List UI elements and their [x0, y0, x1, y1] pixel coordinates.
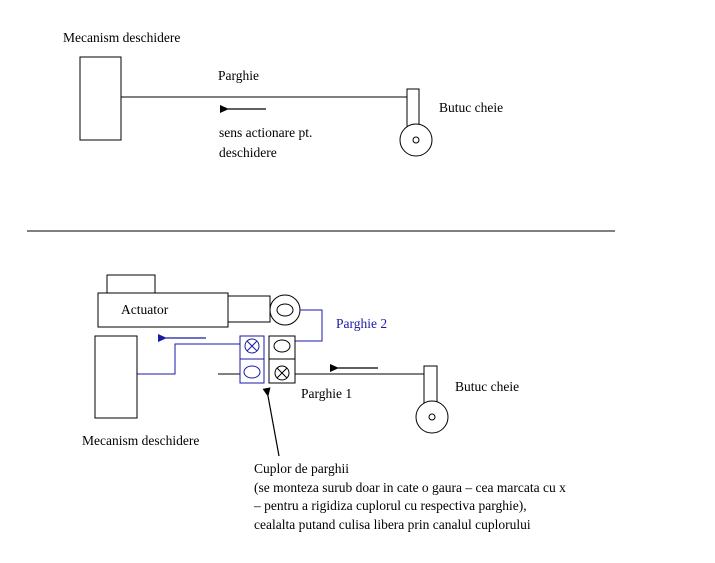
- actuator-pivot-inner: [276, 303, 294, 317]
- top-direction-label-1: sens actionare pt.: [219, 125, 312, 140]
- coupler-pointer-arrow: [262, 387, 280, 457]
- top-mechanism-box: [79, 56, 122, 141]
- slot-hole-icon: [273, 339, 291, 353]
- bottom-key-hub-inner-circle: [428, 413, 436, 421]
- actuator-body: [97, 292, 229, 328]
- actuator-shaft: [227, 295, 271, 323]
- coupler-note-line-2: – pentru a rigidiza cuplorul cu respecti…: [253, 498, 527, 513]
- top-mechanism-label: Mecanism deschidere: [63, 30, 180, 45]
- bottom-mechanism-box: [94, 335, 138, 419]
- bottom-key-hub: [415, 365, 449, 434]
- screw-marked-x-icon: [244, 338, 260, 354]
- top-key-hub-arm: [406, 88, 420, 130]
- top-direction-label-2: deschidere: [219, 145, 277, 160]
- bottom-key-hub-label: Butuc cheie: [455, 379, 519, 394]
- lever2-path-right: [295, 309, 323, 342]
- top-key-hub-label: Butuc cheie: [439, 100, 503, 115]
- lever2-label: Parghie 2: [336, 316, 387, 331]
- coupler-note-line-3: cealalta putand culisa libera prin canal…: [254, 517, 531, 532]
- top-key-hub-inner-circle: [412, 136, 420, 144]
- actuator-label: Actuator: [121, 302, 169, 317]
- bottom-diagram: Actuator Parghie 2 Mecanism deschidere P…: [82, 274, 566, 532]
- slot-hole-icon: [243, 365, 261, 379]
- bottom-mechanism-label: Mecanism deschidere: [82, 433, 199, 448]
- lever1-label: Parghie 1: [301, 386, 352, 401]
- top-lever-label: Parghie: [218, 68, 259, 83]
- coupler-title: Cuplor de parghii: [254, 461, 349, 476]
- screw-marked-x-icon: [274, 365, 290, 381]
- coupler-note-line-1: (se monteza surub doar in cate o gaura –…: [254, 480, 566, 495]
- bottom-key-hub-arm: [423, 365, 438, 407]
- top-diagram: Mecanism deschidere Parghie sens actiona…: [63, 30, 503, 160]
- lever-coupler: [239, 335, 296, 384]
- top-key-hub: [399, 88, 433, 157]
- actuator-top-tab: [106, 274, 156, 294]
- lever2-path-left: [137, 343, 240, 375]
